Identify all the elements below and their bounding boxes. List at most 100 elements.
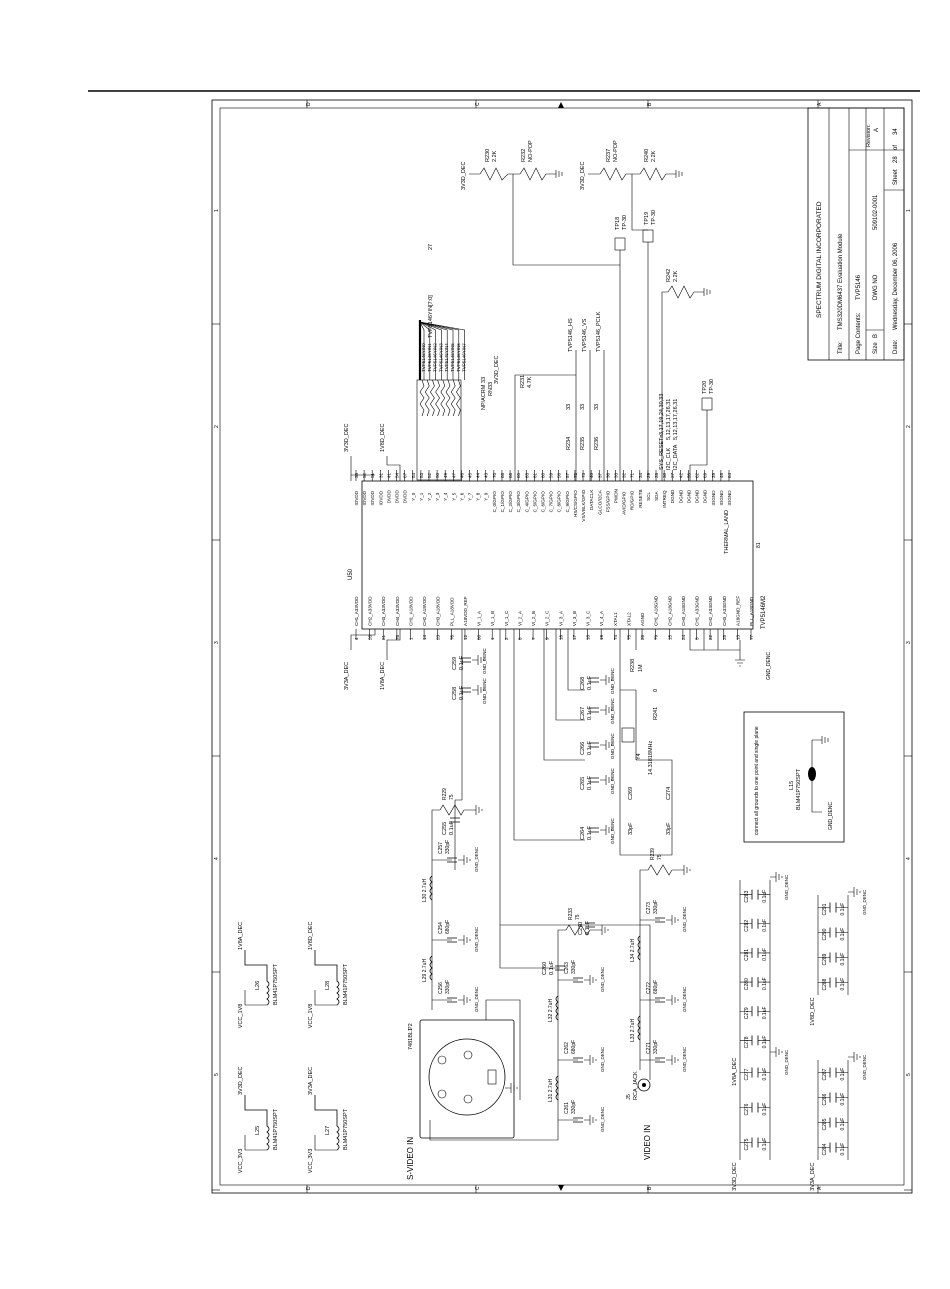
ic-pin-number-bottom: 13 — [735, 634, 740, 640]
ferrite-dest-net: 3V3A_DEC — [308, 1067, 314, 1095]
bank-cap-ref: C291 — [822, 903, 828, 915]
cap-ref: C267 — [580, 707, 586, 720]
tp20-value: TP-30 — [709, 379, 715, 394]
zone-number-left: 1 — [214, 209, 220, 212]
r237-value: NO-POP — [613, 140, 619, 162]
decoupling-cap — [589, 777, 599, 783]
terminator — [431, 804, 470, 820]
gnd-label: GND_DENC — [610, 733, 615, 759]
ground-symbol — [584, 1115, 597, 1125]
bank-cap — [829, 977, 837, 988]
ferrite-lead-in — [314, 1135, 337, 1151]
ic-pin-name-bottom: VI_1_C — [504, 610, 509, 626]
cap-ref: C271 — [646, 1042, 652, 1054]
ic-pin-number-top: 31 — [378, 472, 383, 478]
ic-pin-name-top: Y_7 — [468, 492, 473, 501]
inductor — [429, 955, 433, 981]
r237-ref: R237 — [606, 149, 612, 162]
rca-connector: J5 RCA_JACK VIDEO IN — [626, 1071, 652, 1160]
ic-pin-name-top: C_0/GPIO — [492, 491, 497, 513]
ic-pin-name-bottom: CH1_A18GND — [654, 595, 659, 626]
bank-cap-value: 0.1uF — [762, 1036, 768, 1049]
ic-pin-name-bottom: XTAL1 — [613, 612, 618, 626]
bank-cap-value: 0.1uF — [762, 919, 768, 932]
ic-pin-name-top: Y_8 — [476, 492, 481, 501]
note-text: connect all grounds to one point and sin… — [754, 726, 760, 835]
zone-number-left: 2 — [214, 425, 220, 428]
ferrite-part: BLM41P750SPT — [343, 963, 349, 1005]
ic-pin-name-top: DGND — [670, 489, 675, 503]
r242-ref: R242 — [666, 269, 672, 282]
ground-symbol — [600, 740, 613, 750]
ic-ref: U50 — [348, 568, 354, 580]
inductor-label: L34 2.7uH — [630, 939, 636, 962]
ic-pin-name-top: C_9/GPIO — [565, 491, 570, 513]
s-video-label: S-VIDEO IN — [406, 1137, 415, 1180]
bank-cap — [751, 1006, 759, 1017]
r231-value: 4.7K — [527, 376, 533, 388]
bank-cap-ref: C278 — [744, 1036, 750, 1048]
ic-pin-name-bottom: VI_4_A — [599, 610, 604, 626]
ic-pin-number-bottom: 77 — [749, 634, 754, 640]
net-3v3d-r237: 3V3D_DEC — [580, 162, 586, 190]
ferrite-source-net: VCC_3V3 — [308, 1149, 314, 1173]
bank-cap — [751, 1035, 759, 1046]
ic-pin-number-top: 52 — [427, 472, 432, 478]
ferrite-dest-net: 3V3D_DEC — [238, 1067, 244, 1095]
ic-pin-number-top: 37 — [597, 472, 602, 478]
ic-pin-number-top: 73 — [581, 472, 586, 478]
ic-pin-number-top: 33 — [613, 472, 618, 478]
ground-symbol — [600, 775, 613, 785]
l15-ref: L15 — [789, 781, 795, 790]
bank-cap-ref: C277 — [744, 1068, 750, 1080]
vi2b-wire — [513, 629, 585, 841]
cap-ref: C262 — [564, 1042, 570, 1054]
decoupling-cap — [589, 742, 599, 748]
bank-cap-value: 0.1uF — [762, 1006, 768, 1019]
inductor — [637, 935, 641, 961]
c274-ref: C274 — [666, 787, 672, 800]
r236-value: 33 — [594, 404, 600, 410]
zone-letter-top: D — [306, 102, 312, 106]
gnd-label: GND_DENC — [474, 926, 479, 952]
zone-letter-top: C — [475, 102, 481, 106]
bank-cap-value: 0.1uF — [840, 903, 846, 916]
bank-cap — [751, 889, 759, 900]
ic-pin-number-top: 65 — [516, 472, 521, 478]
ic-pin-name-bottom: A18GND_REF — [735, 596, 740, 626]
ic-pin-name-top: DVDD — [386, 490, 391, 504]
ic-pin-number-bottom: 15 — [667, 634, 672, 640]
bus-line — [419, 321, 442, 380]
decoupling-cap — [589, 707, 599, 713]
pullups-top: 3V3D_DEC R230 2.2K R232 NO-POP 3V3D_DEC … — [461, 140, 715, 481]
ic-pin-name-bottom: CH4_A33VDD — [395, 596, 400, 626]
ic-pin-number-top: 42 — [678, 472, 683, 478]
tb-sheet-total: 34 — [893, 128, 899, 135]
ic-pin-number-bottom: 76 — [449, 634, 454, 640]
gnd-label: GND_DENC — [682, 1046, 687, 1072]
ic-pin-number-top: 69 — [703, 472, 708, 478]
tb-date-label: Date: — [893, 339, 899, 354]
ic-pin-number-bottom: 79 — [654, 634, 659, 640]
zone-number-left: 3 — [214, 641, 220, 644]
ic-pin-number-bottom: 20 — [368, 634, 373, 640]
decoupling-cap — [461, 657, 471, 663]
bank-cap — [829, 1067, 837, 1078]
ic-pin-name-top: C_4/GPIO — [524, 491, 529, 513]
inductor — [555, 995, 559, 1021]
zone-letter-bottom: B — [647, 1186, 653, 1190]
r230-value: 2.2K — [492, 150, 498, 162]
r232-ref: R232 — [521, 149, 527, 162]
ic-pin-name-bottom: VI_3_B — [572, 611, 577, 626]
rn33-element — [440, 379, 446, 417]
hs-net: TVP5146_HS — [568, 318, 574, 352]
ic-pin-name-top: Y_9 — [484, 492, 489, 501]
bank-cap-ref: C285 — [822, 1118, 828, 1130]
sys-reset-net: SYS_RESETn — [659, 435, 665, 470]
zone-number-right: 1 — [906, 209, 912, 212]
gnd-label: GND_DENC — [600, 966, 605, 992]
ic-pin-name-bottom: CH3_A18VDD — [436, 596, 441, 626]
gnd-label: GND_DENC — [600, 1106, 605, 1132]
gnd-label: GND_DENC — [610, 668, 615, 694]
